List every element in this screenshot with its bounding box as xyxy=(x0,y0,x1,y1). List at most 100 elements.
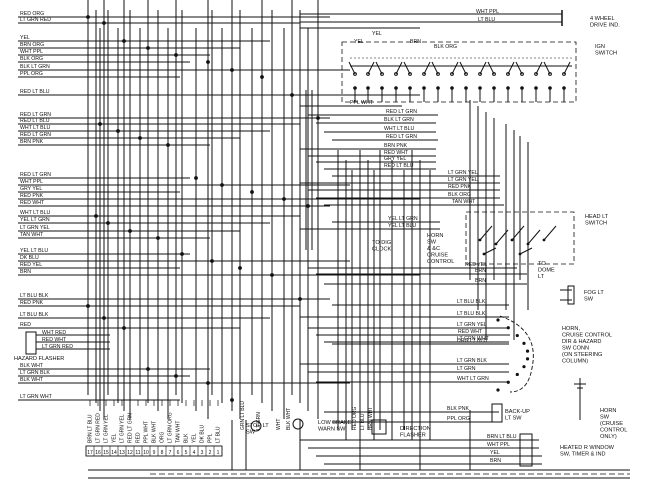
left-wire-label: GRY YEL xyxy=(20,186,42,192)
stop-lt-switch-symbol xyxy=(250,420,262,432)
switch-contact xyxy=(394,72,398,76)
connector-pin xyxy=(496,318,500,322)
center-wire-label: PPL WHT xyxy=(350,100,374,106)
switch-contact xyxy=(450,72,454,76)
connector-wire-label: PPL xyxy=(208,433,214,443)
wire-junction xyxy=(282,197,286,201)
connector-pin-number: 14 xyxy=(111,450,117,456)
switch-contact xyxy=(492,72,496,76)
connector-wire-label: YEL xyxy=(192,433,198,443)
center-wire-label: BRN LT BLU xyxy=(487,434,517,440)
horn-sw-cruise-control-label: CONTROL xyxy=(600,428,627,434)
switch-contact xyxy=(366,72,370,76)
head-lt-switch-symbol xyxy=(465,211,575,265)
horn-sw-and-cruise-control-label: SW xyxy=(427,240,437,246)
connector-pin-number: 3 xyxy=(201,450,204,456)
switch-contact xyxy=(542,238,546,242)
left-wire-label: RED PNK xyxy=(20,193,44,199)
stop-lt-sw-label: SW xyxy=(246,430,256,436)
connector-pin-number: 13 xyxy=(119,450,125,456)
left-wire-label: RED LT GRN xyxy=(20,132,51,138)
horn-sw-and-cruise-control-label: CRUISE xyxy=(427,253,448,259)
wire-junction xyxy=(194,176,198,180)
fog-lt-sw-label: FOG LT xyxy=(584,290,604,296)
left-wire-label: YEL xyxy=(20,35,30,41)
switch-contact xyxy=(562,72,566,76)
fog-switch-symbol xyxy=(567,285,575,305)
wire-junction xyxy=(122,326,126,330)
wire-junction xyxy=(122,39,126,43)
center-wire-label: RED WHT xyxy=(458,329,483,335)
left-wire-label: BLK ORG xyxy=(20,56,43,62)
center-wire-label: RED WHT xyxy=(384,150,409,156)
wire-junction xyxy=(102,316,106,320)
center-wire-label: WHT LT BLU xyxy=(384,126,415,132)
switch-wire-label: YEL xyxy=(354,39,364,45)
vertical-wire-label: BRN WHT xyxy=(368,407,374,430)
connector-wire-label: LT BLU xyxy=(216,426,222,443)
left-wire-label: WHT LT BLU xyxy=(20,210,51,216)
direction-flasher-symbol xyxy=(371,419,387,435)
horn-sw-and-cruise-control-label: HORN xyxy=(427,233,443,239)
left-wire-label: RED LT BLU xyxy=(20,89,50,95)
left-wire-label: WHT LT BLU xyxy=(20,125,51,131)
switch-contact xyxy=(518,252,522,256)
center-wire-label: WHT LT GRN xyxy=(457,376,489,382)
vertical-wire-label: WHT xyxy=(276,419,282,430)
switch-wire-label: BLK ORG xyxy=(434,44,457,50)
vertical-wire-label: RED ORG xyxy=(352,407,358,430)
switch-lever xyxy=(507,61,515,75)
wire-junction xyxy=(128,229,132,233)
switch-lever xyxy=(403,61,411,75)
wire-junction xyxy=(116,129,120,133)
left-wire-label: RED xyxy=(20,322,31,328)
four-wheel-drive-ind-label: 4 WHEEL xyxy=(590,16,615,22)
back-up-lt-sw-label: LT SW xyxy=(505,416,522,422)
ign-switch-label: SWITCH xyxy=(595,51,617,57)
connector-wire-label: RED LT GRN xyxy=(128,413,134,443)
wire-junction xyxy=(290,93,294,97)
wire-junction xyxy=(206,60,210,64)
ign-switch-box xyxy=(341,41,577,103)
center-wire-label: DRG LT BLU xyxy=(457,338,487,344)
switch-lever xyxy=(367,61,375,75)
connector-wire-label: LT GRN ORG xyxy=(168,412,174,443)
left-wire-label: WHT PPL xyxy=(20,49,43,55)
switch-contact xyxy=(353,72,357,76)
connector-wire-label: BLK xyxy=(184,433,190,443)
wire-junction xyxy=(230,68,234,72)
ign-switch-label: IGN xyxy=(595,44,605,50)
fog-lt-sw-label: SW xyxy=(584,297,594,303)
switch-contact xyxy=(506,72,510,76)
connector-pin-number: 15 xyxy=(103,450,109,456)
wire-junction xyxy=(156,236,160,240)
horn-cruise-control-sw-label: SW CONN xyxy=(562,346,589,352)
wire-junction xyxy=(210,259,214,263)
switch-contact xyxy=(548,72,552,76)
connector-pin-number: 12 xyxy=(127,450,133,456)
switch-blade xyxy=(495,229,509,245)
switch-wire-label: BRN xyxy=(410,39,421,45)
switch-lever xyxy=(375,61,383,75)
wire-network xyxy=(18,0,630,479)
left-wire-label: RED ORG xyxy=(20,11,44,17)
wire-junction xyxy=(174,53,178,57)
switch-contact xyxy=(422,72,426,76)
center-wire-label: LT GRN YEL xyxy=(448,170,478,176)
wire-junction xyxy=(174,374,178,378)
horn-cruise-control-sw-label: COLUMN) xyxy=(562,359,588,365)
connector-body xyxy=(85,445,223,457)
connector-pin-number: 16 xyxy=(95,450,101,456)
hazard-flasher-box xyxy=(25,331,37,355)
connector-pin-number: 2 xyxy=(209,450,212,456)
horn-sw-cruise-control-label: (CRUISE xyxy=(600,421,623,427)
connector-pin xyxy=(515,333,519,338)
center-wire-label: WHT PPL xyxy=(487,442,510,448)
connector-wire-label: DK BLU xyxy=(200,425,206,443)
connector-wire-label: TAN WHT xyxy=(176,421,182,443)
top-right-wire-label: LT BLU xyxy=(478,17,495,23)
